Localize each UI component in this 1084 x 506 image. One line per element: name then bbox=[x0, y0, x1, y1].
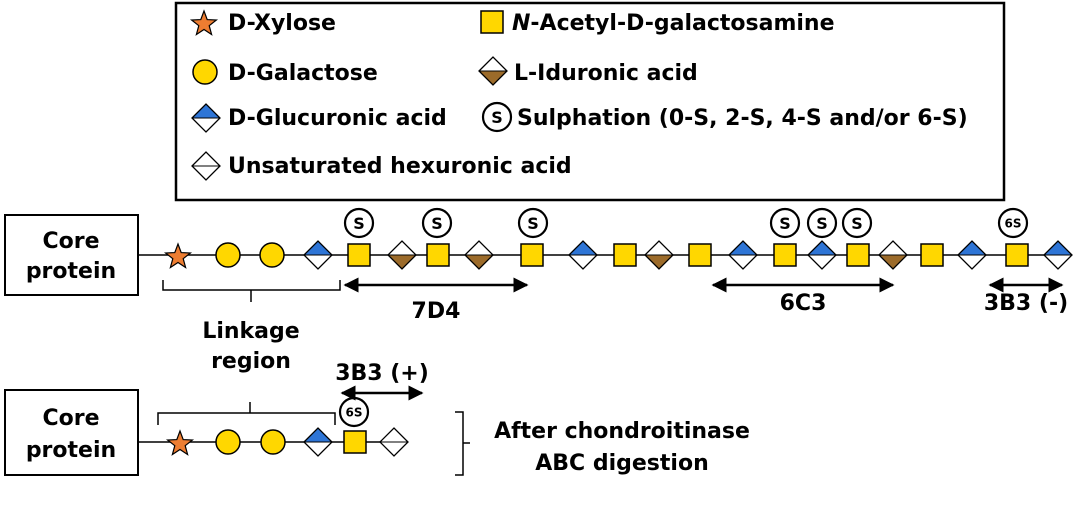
linkage-label-line2: region bbox=[211, 349, 291, 374]
sulphation-mark-6s-text: 6S bbox=[1005, 217, 1022, 231]
sulphation-mark-3: S bbox=[517, 207, 549, 239]
linkage-bracket-2 bbox=[157, 402, 336, 425]
core-protein-1-line1: Core bbox=[42, 229, 99, 254]
legend-galactose-icon bbox=[192, 59, 218, 85]
chain-digested: Core protein 6S 3B3 (+) After chondroiti… bbox=[4, 361, 750, 476]
legend-galnac-rest: -Acetyl-D-galactosamine bbox=[530, 11, 834, 36]
sulphation-mark-1: S bbox=[343, 207, 375, 239]
core-protein-2-line2: protein bbox=[26, 438, 116, 463]
epitope-label-6c3: 6C3 bbox=[780, 291, 827, 316]
chain2-sulphation-6s-text: 6S bbox=[346, 406, 363, 420]
epitope-label-7d4: 7D4 bbox=[412, 299, 461, 324]
chain1-residue-9-galnac-icon bbox=[520, 243, 544, 267]
digestion-bracket bbox=[455, 411, 470, 476]
chain1-residue-2-galactose-icon bbox=[215, 242, 241, 268]
legend-xylose-icon bbox=[189, 9, 219, 36]
legend-sulphation-icon-text: S bbox=[491, 108, 503, 127]
legend-unsaturated-label: Unsaturated hexuronic acid bbox=[228, 154, 572, 179]
chain1-residue-13-galnac-icon bbox=[688, 243, 712, 267]
chain1-residue-20-glucuronic-icon bbox=[957, 240, 987, 270]
chain1-residue-8-iduronic-icon bbox=[464, 240, 494, 270]
sulphation-mark-1-text: S bbox=[353, 214, 365, 233]
sulphation-mark-5-text: S bbox=[816, 214, 828, 233]
chain2-residue-1-xylose-icon bbox=[165, 429, 195, 456]
chain1-residue-15-galnac-icon bbox=[773, 243, 797, 267]
legend-galnac-prefix: N bbox=[512, 11, 530, 36]
after-digestion-line2: ABC digestion bbox=[535, 451, 709, 476]
chain2-sulphation-6s: 6S bbox=[338, 396, 370, 428]
sulphation-mark-4: S bbox=[769, 207, 801, 239]
sulphation-mark-5: S bbox=[806, 207, 838, 239]
sulphation-mark-6-text: S bbox=[851, 214, 863, 233]
sulphation-mark-2: S bbox=[421, 207, 453, 239]
linkage-bracket bbox=[162, 280, 341, 302]
chain-intact: Core protein S S S S S S 6S Linkage region 7D4… bbox=[4, 207, 1073, 374]
chain1-residue-16-glucuronic-icon bbox=[807, 240, 837, 270]
legend-icons: S bbox=[189, 9, 513, 181]
chain1-residue-14-glucuronic-icon bbox=[728, 240, 758, 270]
legend-sulphation-icon: S bbox=[481, 101, 513, 133]
sulphation-mark-2-text: S bbox=[431, 214, 443, 233]
legend-unsaturated-icon bbox=[191, 151, 221, 181]
legend-galnac-label: N-Acetyl-D-galactosamine bbox=[512, 11, 835, 36]
chain2-residues: 6S bbox=[165, 396, 409, 457]
sulphation-mark-6: S bbox=[841, 207, 873, 239]
core-protein-box-2 bbox=[4, 389, 139, 476]
legend-xylose-label: D-Xylose bbox=[228, 11, 336, 36]
chain1-residue-6-iduronic-icon bbox=[387, 240, 417, 270]
chain2-residue-4-glucuronic-icon bbox=[303, 427, 333, 457]
chain1-residue-19-galnac-icon bbox=[920, 243, 944, 267]
legend-iduronic-label: L-Iduronic acid bbox=[514, 61, 698, 86]
legend-box bbox=[174, 1, 1006, 202]
chain2-residue-2-galactose-icon bbox=[215, 429, 241, 455]
chain2-residue-5-galnac-icon bbox=[343, 430, 367, 454]
epitope-label-3b3-minus: 3B3 (-) bbox=[984, 291, 1068, 316]
chain1-residue-18-iduronic-icon bbox=[878, 240, 908, 270]
core-protein-2-line1: Core bbox=[42, 406, 99, 431]
core-protein-1-line2: protein bbox=[26, 259, 116, 284]
chain1-residue-5-galnac-icon bbox=[347, 243, 371, 267]
chain1-residue-10-glucuronic-icon bbox=[568, 240, 598, 270]
sulphation-mark-6s: 6S bbox=[997, 207, 1029, 239]
chain1-residues bbox=[163, 240, 1073, 270]
after-digestion-line1: After chondroitinase bbox=[494, 419, 750, 444]
legend-iduronic-icon bbox=[478, 56, 508, 86]
chain1-residue-11-galnac-icon bbox=[613, 243, 637, 267]
chain1-residue-17-galnac-icon bbox=[846, 243, 870, 267]
chain1-residue-12-iduronic-icon bbox=[644, 240, 674, 270]
chain1-residue-4-glucuronic-icon bbox=[303, 240, 333, 270]
chain1-residue-7-galnac-icon bbox=[426, 243, 450, 267]
legend-glucuronic-icon bbox=[191, 103, 221, 133]
legend-galactose-label: D-Galactose bbox=[228, 61, 378, 86]
legend-sulphation-label: Sulphation (0-S, 2-S, 4-S and/or 6-S) bbox=[517, 106, 968, 131]
legend: S D-Xylose N-Acetyl-D-galactosamine D-Ga… bbox=[174, 1, 1006, 202]
sulphation-mark-3-text: S bbox=[527, 214, 539, 233]
chain1-residue-21-galnac-icon bbox=[1005, 243, 1029, 267]
chain1-residue-3-galactose-icon bbox=[259, 242, 285, 268]
linkage-label-line1: Linkage bbox=[202, 319, 299, 344]
chain1-residue-1-xylose-icon bbox=[163, 242, 193, 269]
sulphation-mark-4-text: S bbox=[779, 214, 791, 233]
legend-galnac-icon bbox=[480, 10, 504, 34]
legend-glucuronic-label: D-Glucuronic acid bbox=[228, 106, 447, 131]
epitope-label-3b3-plus: 3B3 (+) bbox=[335, 361, 429, 386]
chain1-sulphations: S S S S S S 6S bbox=[343, 207, 1029, 239]
chain2-residue-6-unsaturated-icon bbox=[379, 427, 409, 457]
chain1-residue-22-glucuronic-icon bbox=[1043, 240, 1073, 270]
chain2-residue-3-galactose-icon bbox=[260, 429, 286, 455]
